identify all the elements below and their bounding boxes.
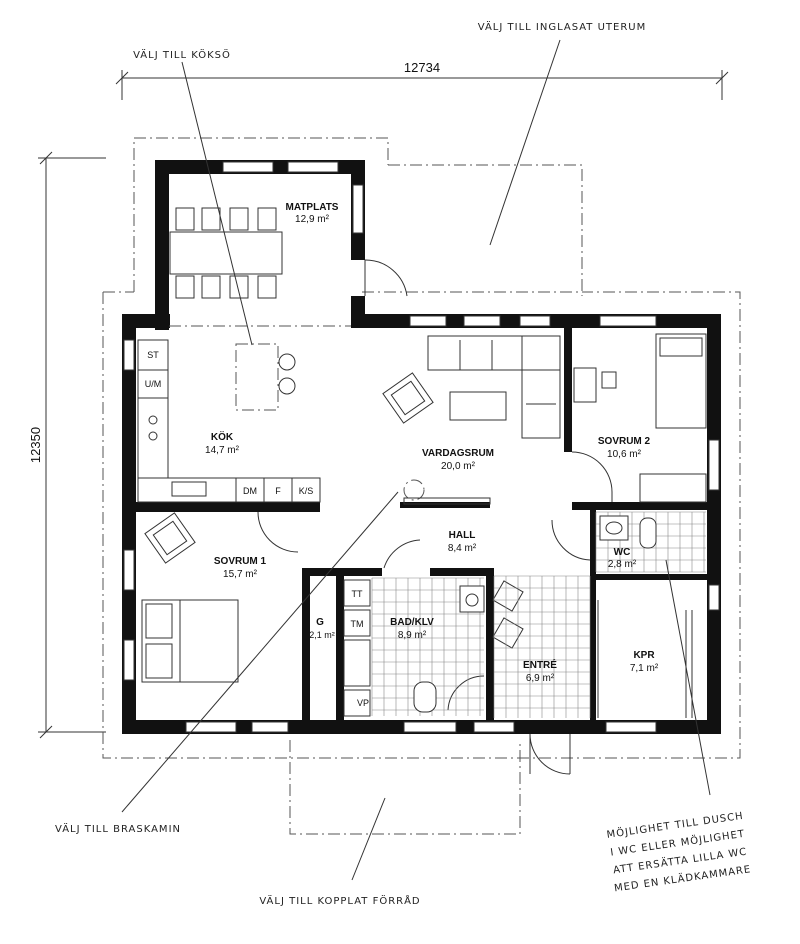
fixture-vp: VP — [357, 698, 369, 708]
room-area-hall: 8,4 m² — [448, 543, 477, 554]
room-name-kok: KÖK — [211, 430, 234, 443]
room-area-kpr: 7,1 m² — [630, 663, 659, 674]
room-name-kpr: KPR — [633, 650, 655, 661]
entre-tiles — [493, 575, 591, 718]
room-area-matplats: 12,9 m² — [295, 214, 330, 225]
entre-chairs — [492, 580, 524, 649]
room-name-g: G — [316, 617, 324, 628]
width-dimension-label: 12734 — [404, 60, 440, 75]
fixture-tm: TM — [351, 619, 364, 629]
kitchen-island-optional — [235, 343, 296, 411]
fixture-ks: K/S — [299, 486, 314, 496]
room-area-badklv: 8,9 m² — [398, 630, 427, 641]
fixture-dm: DM — [243, 486, 257, 496]
room-area-entre: 6,9 m² — [526, 673, 555, 684]
room-name-sovrum2: SOVRUM 2 — [598, 436, 651, 447]
optional-outlines — [102, 137, 741, 835]
fireplace-optional — [403, 479, 491, 505]
room-area-sovrum1: 15,7 m² — [223, 569, 258, 580]
bedroom2-furniture — [573, 333, 707, 503]
room-name-hall: HALL — [449, 530, 476, 541]
double-bed — [141, 599, 239, 683]
armchair-bedroom1 — [144, 512, 196, 564]
windows — [123, 161, 720, 733]
note-kokso: VÄLJ TILL KÖKSÖ — [133, 48, 231, 61]
room-area-kok: 14,7 m² — [205, 445, 240, 456]
dimension-width: 12734 — [115, 60, 729, 100]
doors — [257, 259, 613, 775]
note-forrad: VÄLJ TILL KOPPLAT FÖRRÅD — [259, 894, 420, 907]
fixture-um: U/M — [145, 379, 162, 389]
fixture-f: F — [275, 486, 281, 496]
fixture-st: ST — [147, 350, 159, 360]
room-area-vardagsrum: 20,0 m² — [441, 461, 476, 472]
room-name-sovrum1: SOVRUM 1 — [214, 556, 267, 567]
armchair-livingroom — [382, 372, 434, 424]
sofa-corner — [427, 335, 561, 439]
room-labels: MATPLATS 12,9 m² KÖK 14,7 m² VARDAGSRUM … — [205, 202, 659, 684]
room-area-wc: 2,8 m² — [608, 559, 637, 570]
bathroom-fixtures — [343, 515, 657, 717]
dining-table — [169, 207, 283, 299]
room-name-matplats: MATPLATS — [286, 202, 339, 213]
room-area-sovrum2: 10,6 m² — [607, 449, 642, 460]
note-braskamin: VÄLJ TILL BRASKAMIN — [55, 822, 181, 835]
height-dimension-label: 12350 — [28, 427, 43, 463]
room-area-g: 2,1 m² — [309, 630, 335, 640]
fixture-tt: TT — [352, 589, 363, 599]
interior-walls — [136, 328, 712, 720]
room-name-vardagsrum: VARDAGSRUM — [422, 448, 494, 459]
note-uterum: VÄLJ TILL INGLASAT UTERUM — [478, 20, 646, 33]
room-name-entre: ENTRÉ — [523, 658, 557, 671]
note-dusch: MÖJLIGHET TILL DUSCH I WC ELLER MÖJLIGHE… — [606, 809, 752, 895]
note-leaders — [121, 39, 711, 881]
room-name-badklv: BAD/KLV — [390, 617, 434, 628]
room-name-wc: WC — [614, 547, 631, 558]
dimension-height: 12350 — [28, 151, 106, 739]
kitchen-cabinets — [137, 339, 321, 503]
